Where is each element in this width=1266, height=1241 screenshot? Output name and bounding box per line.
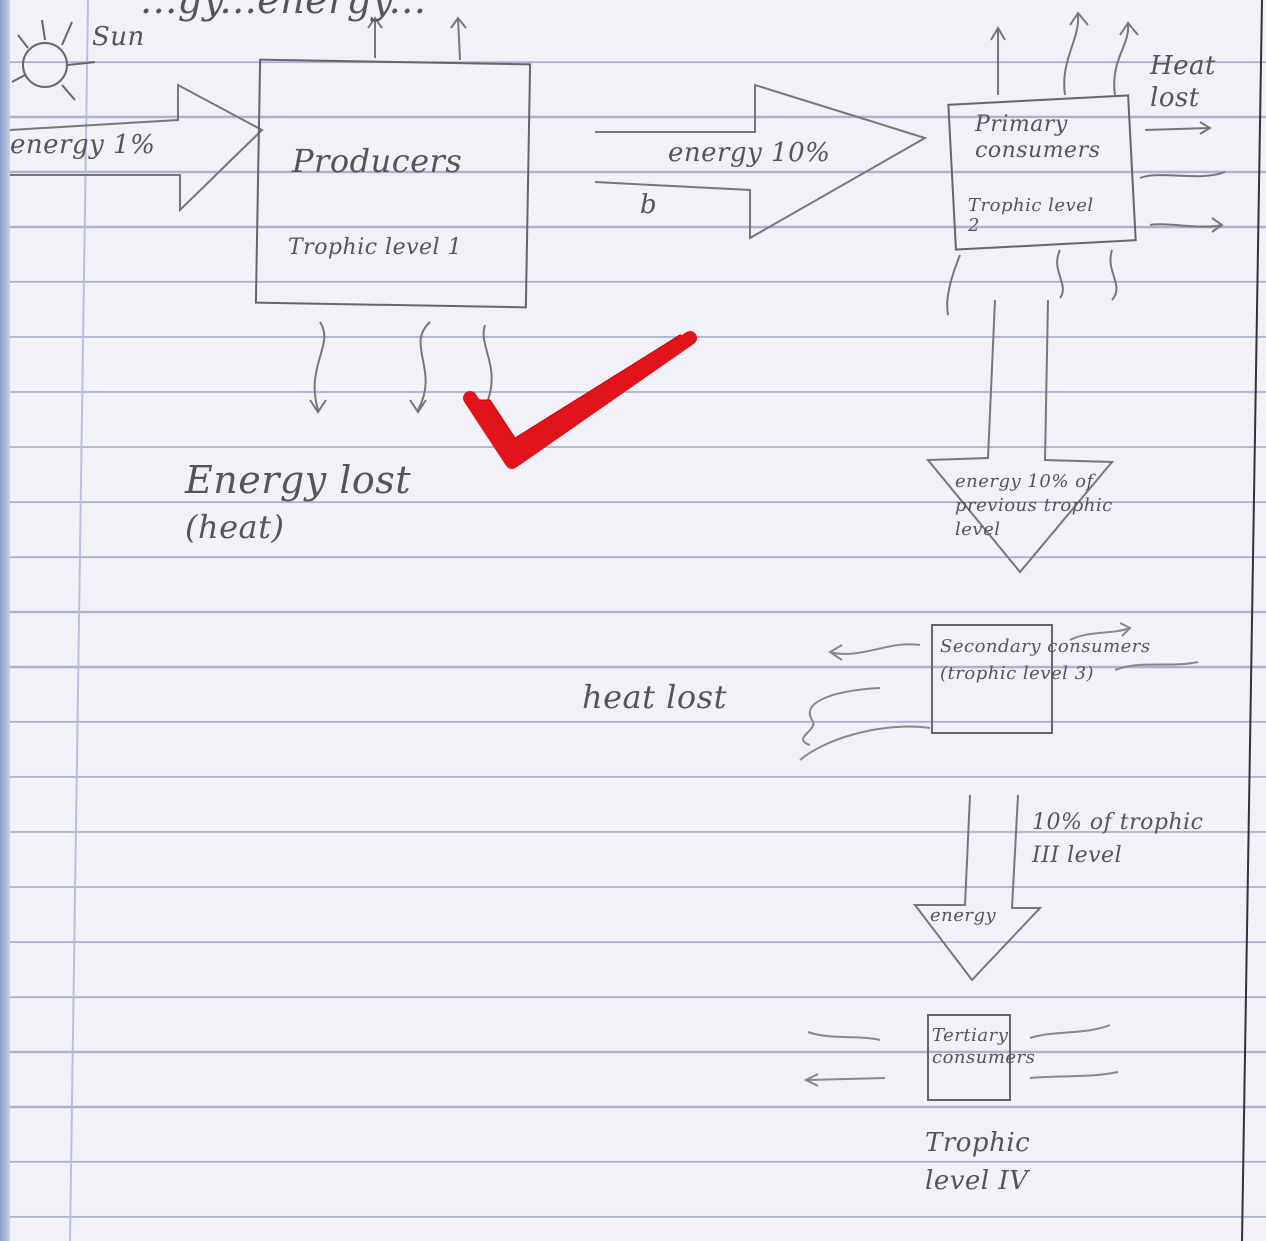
heat-up-arrow bbox=[1063, 11, 1089, 96]
heat-side-arrow bbox=[1029, 1024, 1111, 1039]
heat-side-arrow bbox=[803, 1073, 886, 1087]
heat-side-arrow bbox=[807, 1031, 881, 1041]
energy-down-arrow bbox=[912, 794, 1043, 982]
right-edge-line bbox=[1241, 0, 1263, 1241]
heat-side-arrow bbox=[1139, 171, 1226, 179]
trophic-level-4-label: Trophic level IV bbox=[925, 1128, 1031, 1196]
heat-up-arrow bbox=[1113, 21, 1139, 96]
heat-loss-squiggle bbox=[1109, 249, 1118, 301]
heat-loss-squiggle bbox=[799, 725, 931, 761]
secondary-consumers-box bbox=[931, 624, 1053, 734]
energy-10-prev-label: energy 10% of previous trophic level bbox=[955, 471, 1113, 540]
primary-consumers-box bbox=[947, 94, 1137, 251]
sun-label: Sun bbox=[92, 22, 145, 52]
heat-side-arrow bbox=[1029, 1071, 1119, 1079]
producers-label: Producers bbox=[292, 142, 463, 180]
producers-box bbox=[254, 58, 532, 309]
heat-loss-squiggle bbox=[309, 321, 327, 414]
sun-icon bbox=[11, 19, 96, 101]
arrow-mark-label: b bbox=[640, 190, 658, 220]
trophic-level-2-label: Trophic level 2 bbox=[968, 195, 1094, 236]
margin-line bbox=[69, 0, 89, 1241]
heat-loss-squiggle bbox=[409, 321, 431, 414]
heat-loss-squiggle bbox=[946, 254, 961, 316]
heat-up-arrow bbox=[367, 16, 383, 58]
heat-up-arrow bbox=[450, 16, 467, 61]
page-edge bbox=[0, 0, 10, 1241]
tertiary-consumers-label: Tertiary consumers bbox=[932, 1025, 1036, 1068]
ten-percent-label: 10% of trophic III level bbox=[1032, 810, 1204, 868]
heat-paren-label: (heat) bbox=[185, 508, 285, 546]
trophic-level-1-label: Trophic level 1 bbox=[288, 235, 463, 260]
heat-up-arrow bbox=[990, 26, 1006, 95]
heat-side-arrow bbox=[1144, 121, 1212, 135]
heat-side-arrow bbox=[1069, 622, 1132, 641]
heat-lost-label: Heat lost bbox=[1150, 51, 1217, 113]
heat-loss-squiggle bbox=[1056, 249, 1064, 299]
energy-small-label: energy bbox=[930, 905, 997, 926]
energy-lost-label: Energy lost bbox=[185, 458, 412, 502]
tertiary-consumers-box bbox=[927, 1014, 1011, 1101]
primary-consumers-label: Primary consumers bbox=[975, 112, 1101, 163]
heat-side-arrow bbox=[1149, 217, 1224, 233]
energy-input-arrow bbox=[9, 83, 264, 213]
energy-down-arrow bbox=[925, 299, 1115, 574]
check-mark-stroke bbox=[463, 331, 697, 469]
energy-transfer-arrow bbox=[594, 83, 928, 240]
energy-in-label: energy 1% bbox=[10, 130, 156, 160]
energy-10-label: energy 10% bbox=[668, 138, 831, 168]
heat-side-arrow bbox=[1114, 661, 1199, 671]
heat-lost-2-label: heat lost bbox=[582, 678, 727, 716]
heat-loss-squiggle bbox=[802, 687, 881, 746]
secondary-consumers-label: Secondary consumers (trophic level 3) bbox=[940, 636, 1151, 684]
heat-side-arrow bbox=[828, 643, 921, 661]
top-fragment-text: ...gy...energy... bbox=[140, 0, 427, 22]
heat-loss-squiggle bbox=[482, 324, 493, 401]
